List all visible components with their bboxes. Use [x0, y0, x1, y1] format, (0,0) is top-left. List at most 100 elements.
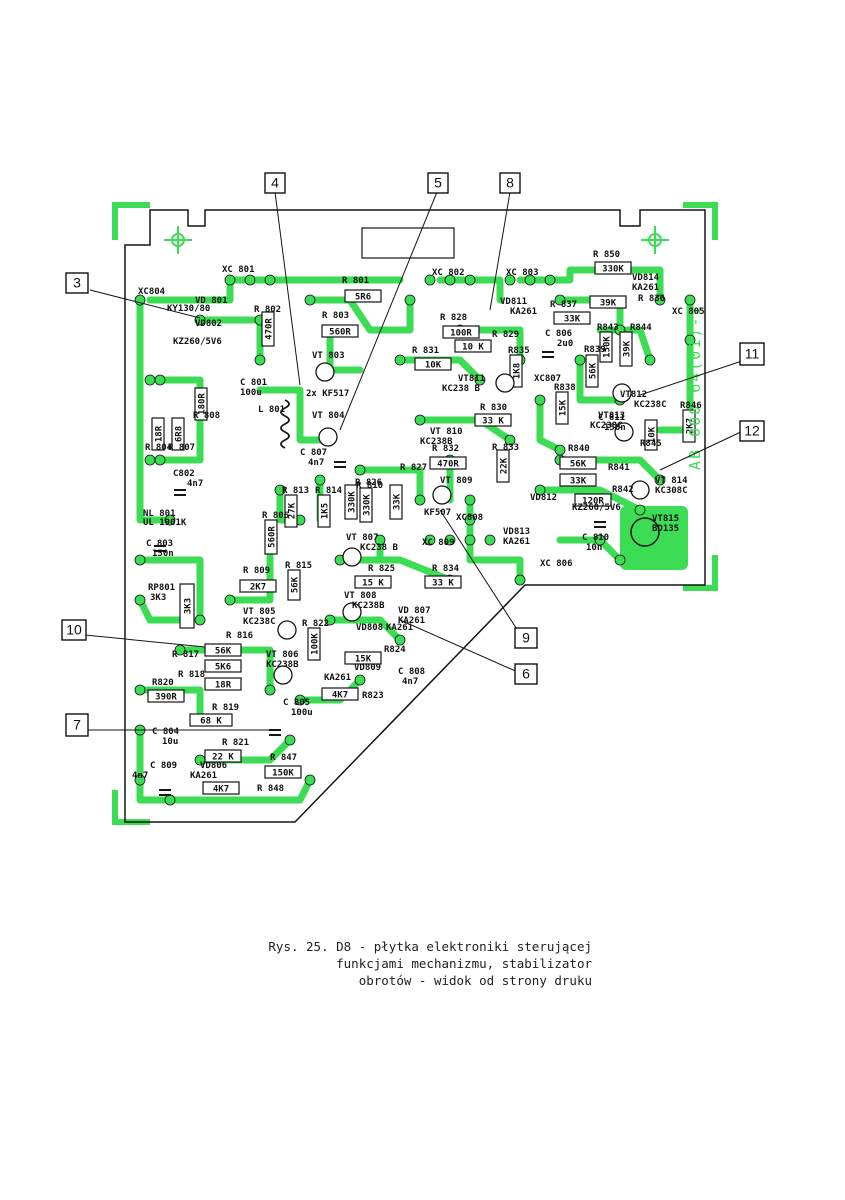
capacitor-ref: C 804	[152, 727, 180, 737]
connector-label: XC807	[534, 374, 561, 384]
capacitor-ref: L 801	[258, 405, 285, 415]
resistor-r841: 33K	[559, 473, 597, 487]
ref-label: R 818	[178, 670, 205, 680]
resistor-value: 2K7	[250, 583, 266, 593]
semiconductor-type: KF507	[424, 508, 451, 518]
callout-8: 8	[499, 172, 521, 194]
resistor-value: 470R	[265, 318, 275, 340]
resistor-value: 330K	[602, 265, 624, 275]
resistor-value: 470R	[437, 460, 459, 470]
ref-label: R 804	[145, 443, 173, 453]
resistor-r847: 150K	[264, 765, 302, 779]
connector-label: XC 803	[506, 268, 539, 278]
semiconductor-ref: NL 801	[143, 509, 176, 519]
ref-label: R 836	[638, 294, 665, 304]
semiconductor-type: KC238C	[243, 617, 276, 627]
resistor-r816: 56K	[204, 643, 242, 657]
transistor-symbol	[273, 665, 293, 685]
resistor-r804: 18R	[151, 417, 165, 451]
resistor-value: 56K	[291, 576, 301, 593]
transistor-symbol	[342, 602, 362, 622]
ref-label: R 848	[257, 784, 284, 794]
svg-text:4: 4	[271, 175, 279, 191]
ref-label: R844	[630, 323, 652, 333]
semiconductor-ref: VD812	[530, 493, 557, 503]
ref-label: R 831	[412, 346, 439, 356]
resistor-r843: 150K	[599, 331, 613, 363]
resistor-r833: 22K	[496, 449, 510, 483]
copper-traces	[136, 266, 694, 804]
ref-label: R842	[612, 485, 634, 495]
semiconductor-ref: VT 804	[312, 411, 345, 421]
resistor-value: 56K	[589, 362, 599, 379]
ref-label: R820	[152, 678, 174, 688]
svg-text:8: 8	[506, 175, 514, 191]
resistor-r806: 560R	[264, 519, 278, 555]
ref-label: R 809	[243, 566, 270, 576]
resistor-rp801: 3K3	[179, 583, 195, 629]
semiconductor-type: KC238 B	[442, 384, 481, 394]
resistor-r818: 18R	[204, 677, 242, 691]
semiconductor-ref: VD813	[503, 527, 530, 537]
callout-12: 12	[739, 420, 765, 442]
resistor-r828: 100R	[442, 325, 480, 339]
transistor-symbol	[630, 480, 650, 500]
capacitor-ref: C 806	[545, 329, 572, 339]
ref-label: R 802	[254, 305, 281, 315]
resistor-r831: 10K	[414, 357, 452, 371]
resistor-value: 4K7	[213, 785, 229, 795]
resistor-value: 68 K	[200, 717, 222, 727]
connector-label: XC804	[138, 287, 166, 297]
capacitor-value: 150n	[152, 549, 174, 559]
ref-label: R 814	[315, 486, 343, 496]
semiconductor-type: KC238B	[352, 601, 385, 611]
capacitor-value: 4n7	[402, 677, 418, 687]
resistor-r807: 6R8	[171, 417, 185, 451]
resistor-value: 5R6	[355, 293, 371, 303]
resistor-r814: 1K5	[317, 494, 331, 528]
transistor-symbol	[612, 383, 632, 403]
ref-label: R824	[384, 645, 406, 655]
semiconductor-type: KC238 B	[360, 543, 399, 553]
resistor-r839: 56K	[585, 354, 599, 388]
resistor-value: 560R	[268, 526, 278, 548]
resistor-value: 33K	[564, 315, 581, 325]
resistor-value: 120R	[582, 497, 604, 507]
semiconductor-type: KZ260/5V6	[173, 337, 222, 347]
resistor-value: 180R	[198, 393, 208, 415]
resistor-value: 1K5	[321, 503, 331, 519]
capacitor-ref: C 809	[150, 761, 177, 771]
resistor-value: 22 K	[212, 753, 234, 763]
ref-label: R841	[608, 463, 630, 473]
connector-label: XC 805	[672, 307, 705, 317]
resistor-value: 39K	[623, 340, 633, 357]
semiconductor-ref: VD808	[356, 623, 383, 633]
ref-label: R 828	[440, 313, 467, 323]
semiconductor-ref: VD809	[354, 663, 381, 673]
ref-label: R 825	[368, 564, 395, 574]
semiconductor-ref: VT 807	[346, 533, 379, 543]
ref-label: R 850	[593, 250, 620, 260]
ref-label: R 813	[282, 486, 309, 496]
callout-6: 6	[514, 663, 538, 685]
resistor-r824: 15K	[344, 651, 382, 665]
callout-7: 7	[65, 713, 89, 737]
svg-text:12: 12	[744, 423, 760, 439]
resistor-value: 5K6	[215, 663, 231, 673]
caption-line-1: Rys. 25. D8 - płytka elektroniki sterują…	[268, 939, 592, 954]
semiconductor-ref: VD 807	[398, 606, 431, 616]
callout-10: 10	[61, 619, 87, 641]
ref-label: R 837	[550, 300, 577, 310]
resistor-r840: 56K	[559, 456, 597, 470]
resistor-r846: 2K7	[682, 409, 696, 443]
resistor-value: 33K	[570, 477, 587, 487]
semiconductor-type: 2x KF517	[306, 389, 349, 399]
l801-coil	[280, 399, 290, 449]
ref-label: R 801	[342, 276, 369, 286]
ref-label: R 821	[222, 738, 249, 748]
ref-label: R 833	[492, 443, 519, 453]
resistor-value: 2K7	[686, 418, 696, 434]
resistor-r838: 15K	[555, 391, 569, 425]
capacitor-value: 100u	[291, 708, 313, 718]
capacitor-value: 4n7	[187, 479, 203, 489]
